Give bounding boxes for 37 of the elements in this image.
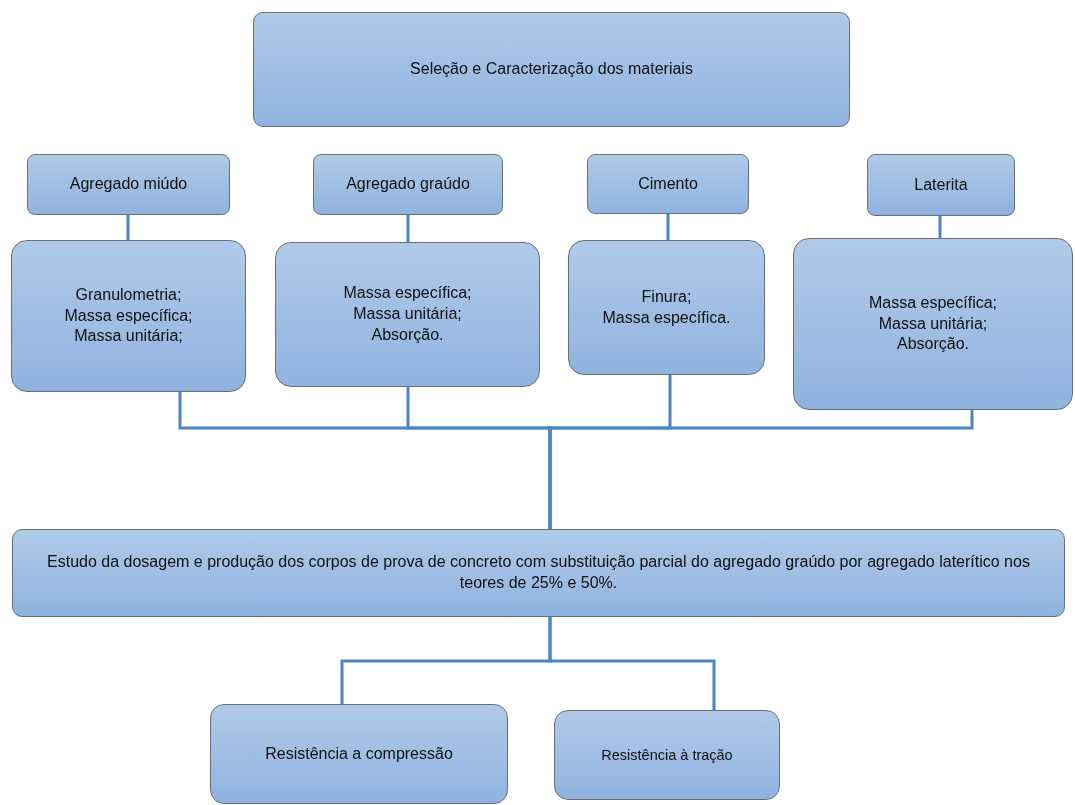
box-text: Laterita xyxy=(914,174,968,195)
box-text: Massa unitária; xyxy=(353,304,462,325)
box-text: Absorção. xyxy=(896,334,969,355)
connector-line xyxy=(548,617,716,710)
process-box xyxy=(587,154,749,214)
box-text: Massa unitária; xyxy=(74,326,183,347)
process-box xyxy=(253,12,850,127)
connector-line xyxy=(548,410,974,529)
box-text: Massa específica; xyxy=(64,305,193,326)
process-box xyxy=(793,238,1073,410)
box-text: Absorção. xyxy=(371,324,444,345)
box-text: Agregado graúdo xyxy=(346,174,470,195)
box-text: Agregado miúdo xyxy=(69,174,188,195)
process-box xyxy=(313,154,503,215)
process-box xyxy=(554,710,780,800)
box-text: Resistência a compressão xyxy=(265,743,453,764)
connector-line xyxy=(126,215,130,240)
process-box xyxy=(568,240,765,375)
box-text: Estudo da dosagem e produção dos corpos de prova de concreto com substituição parcial do agregado graúdo por agregado laterítico nos teores de 25% e 50%. xyxy=(47,552,1030,593)
process-box xyxy=(275,242,540,387)
connector-line xyxy=(666,214,670,240)
process-box xyxy=(27,154,230,215)
box-text: Resistência à tração xyxy=(601,745,733,765)
process-box xyxy=(12,529,1065,617)
box-text: Seleção e Caracterização dos materiais xyxy=(410,59,693,80)
connector-line xyxy=(406,215,410,242)
process-box xyxy=(210,704,508,804)
process-box xyxy=(11,240,246,392)
box-text: Massa específica. xyxy=(602,307,731,328)
process-box xyxy=(867,154,1015,216)
box-text: Massa específica; xyxy=(343,283,472,304)
connector-line xyxy=(938,216,942,238)
box-text: Finura; xyxy=(641,286,692,307)
box-text: Cimento xyxy=(638,173,698,194)
box-text: Massa específica; xyxy=(868,292,998,313)
box-text: Granulometria; xyxy=(75,284,182,305)
box-text: Massa unitária; xyxy=(878,313,988,334)
